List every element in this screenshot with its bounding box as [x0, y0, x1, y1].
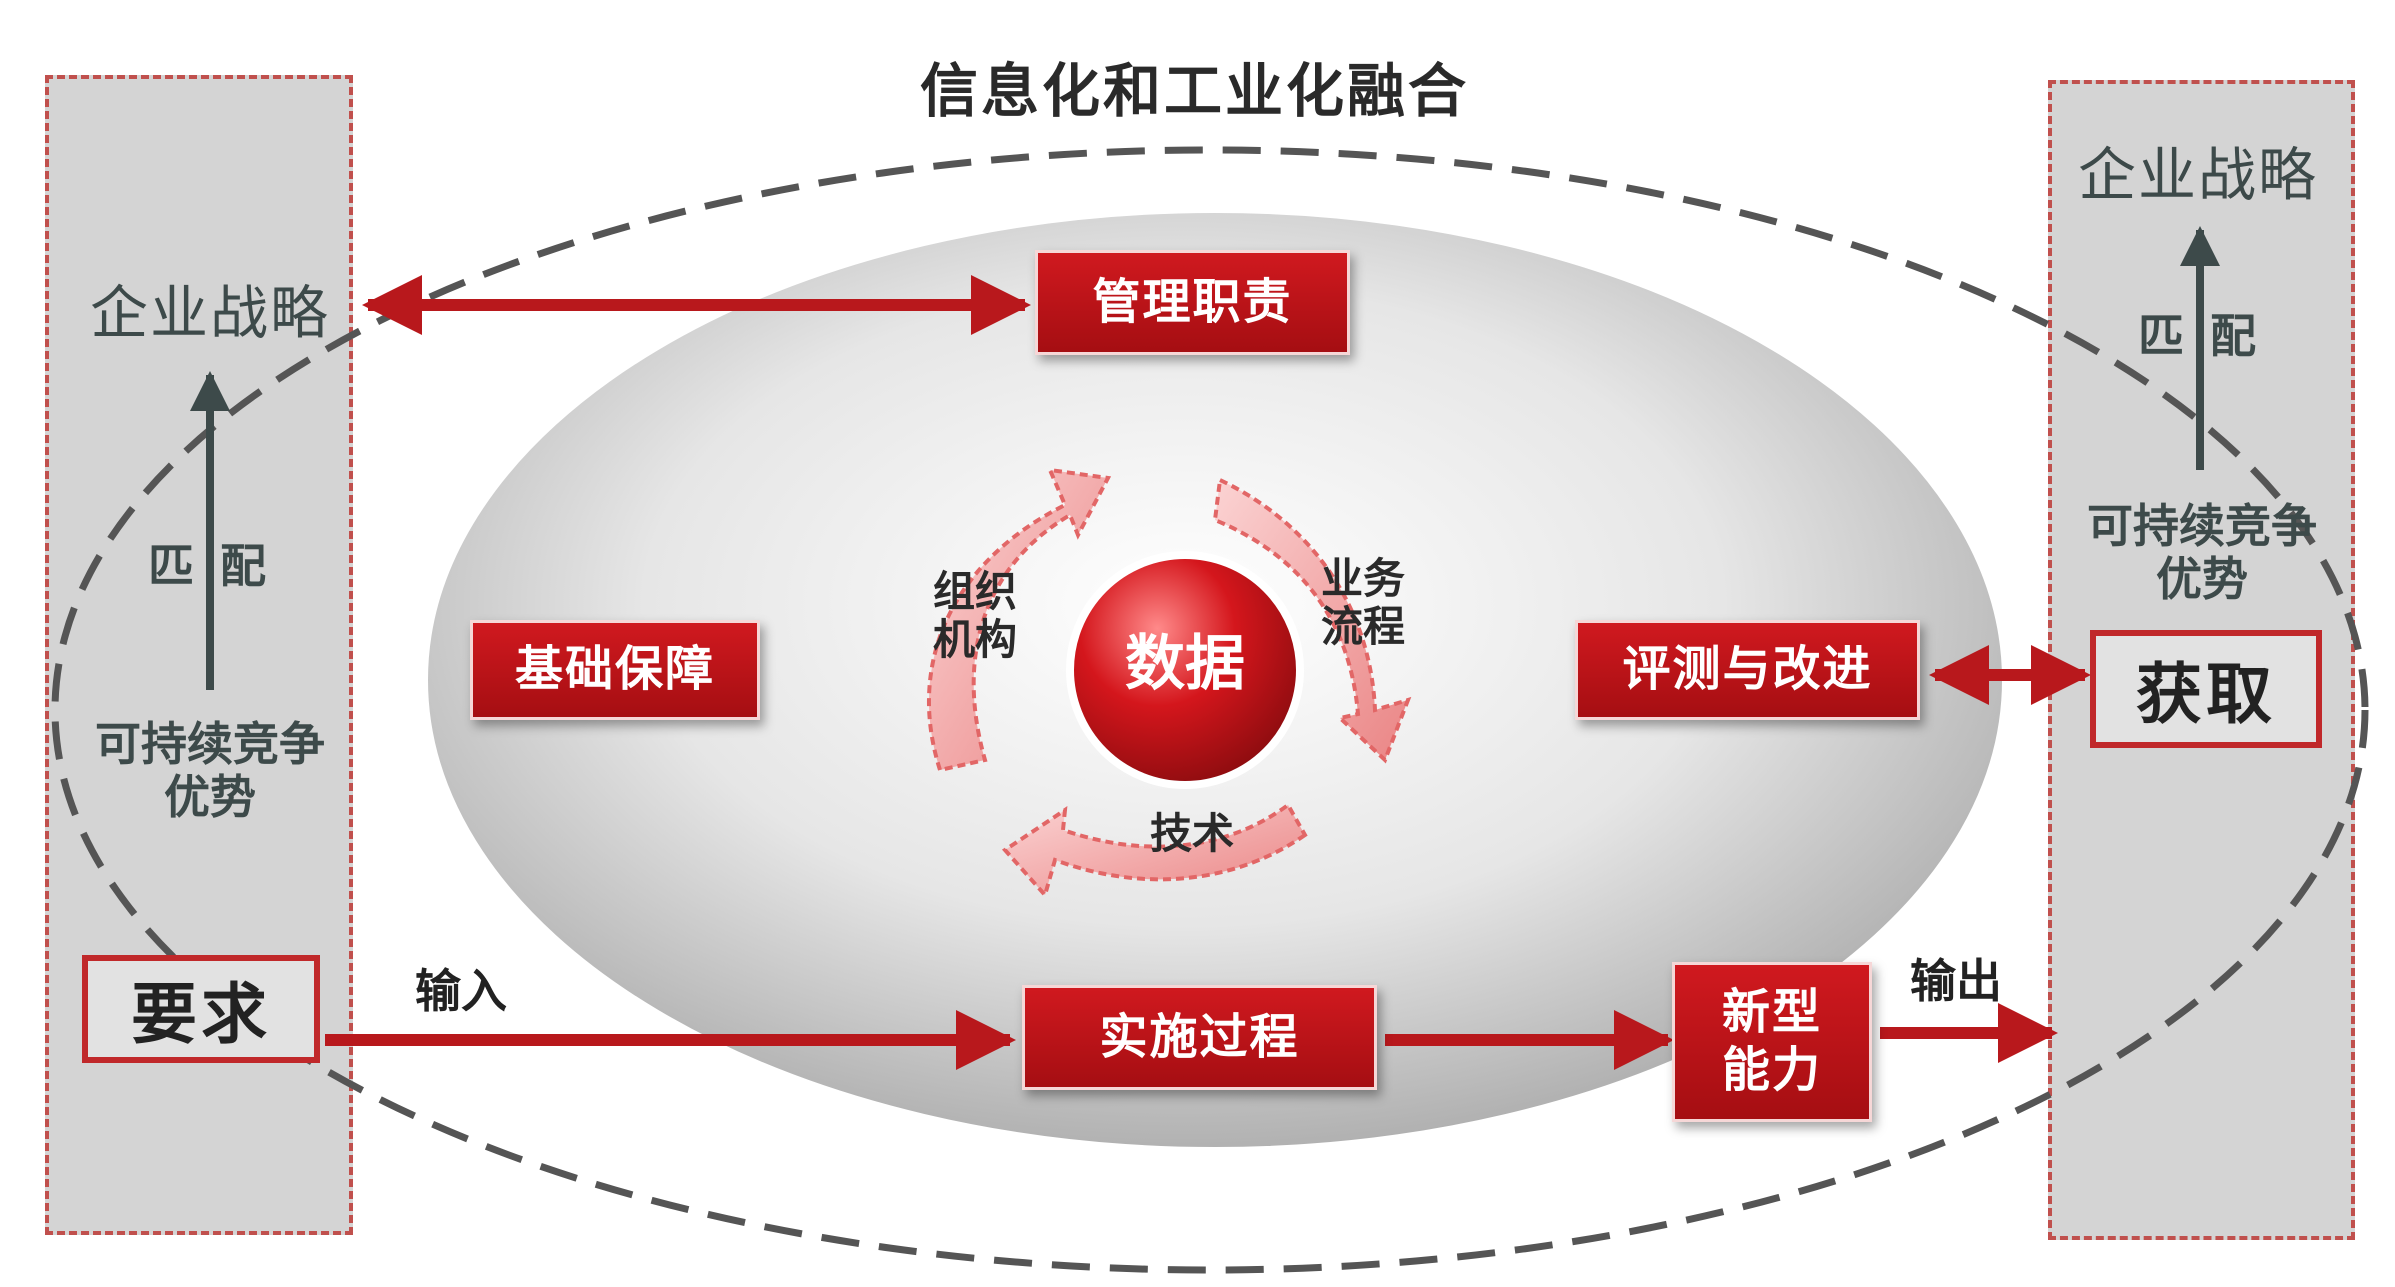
technology-label: 技术	[1150, 809, 1235, 858]
right-gain-box: 获取	[2090, 630, 2322, 748]
evaluation-box: 评测与改进	[1575, 620, 1920, 720]
left-strategy-label: 企业战略	[90, 279, 331, 347]
diagram-title: 信息化和工业化融合	[920, 57, 1470, 125]
left-match-label: 匹配	[148, 539, 292, 593]
output-label: 输出	[1910, 954, 2002, 1008]
left-advantage-label: 可持续竞争优势	[95, 717, 325, 824]
new-capability-box: 新型能力	[1672, 962, 1872, 1122]
input-label: 输入	[415, 964, 507, 1018]
left-requirement-box: 要求	[82, 955, 320, 1063]
implementation-box: 实施过程	[1022, 985, 1377, 1090]
foundation-box: 基础保障	[470, 620, 760, 720]
right-match-label: 匹配	[2138, 309, 2282, 363]
right-advantage-label: 可持续竞争优势	[2087, 499, 2317, 606]
cycle-arrow-top-left	[926, 467, 1112, 773]
data-ball	[1066, 551, 1304, 789]
process-label: 业务流程	[1320, 554, 1405, 652]
cycle-arrow-top-right	[1212, 477, 1412, 764]
data-center-label: 数据	[1125, 629, 1245, 699]
cycle-arrow-bottom	[1001, 802, 1308, 900]
outer-dashed-ellipse	[51, 146, 2369, 1274]
cycle-arrows	[926, 467, 1412, 900]
right-strategy-label: 企业战略	[2078, 141, 2319, 209]
management-box: 管理职责	[1035, 250, 1350, 355]
organization-label: 组织机构	[932, 567, 1017, 665]
